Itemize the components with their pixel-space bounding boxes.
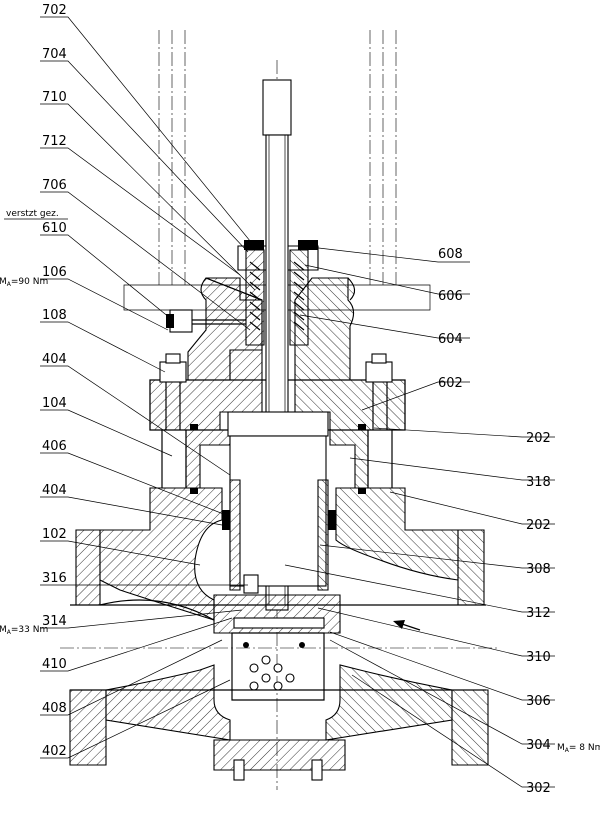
label-314: 314 xyxy=(42,614,67,629)
label-304: 304 xyxy=(526,738,551,753)
label-404-upper: 404 xyxy=(42,352,67,367)
right-labels: 608 606 604 602 202 318 202 308 312 310 … xyxy=(438,247,551,796)
label-302: 302 xyxy=(526,781,551,796)
label-318: 318 xyxy=(526,475,551,490)
note-torque-304: MA= 8 Nm xyxy=(557,743,600,754)
label-704: 704 xyxy=(42,47,67,62)
label-404-lower: 404 xyxy=(42,483,67,498)
label-710: 710 xyxy=(42,90,67,105)
label-308: 308 xyxy=(526,562,551,577)
label-610: 610 xyxy=(42,221,67,236)
label-602: 602 xyxy=(438,376,463,391)
packing-nut xyxy=(237,240,319,346)
note-reinforced: verstzt gez. xyxy=(6,209,59,219)
label-202-lower: 202 xyxy=(526,518,551,533)
label-306: 306 xyxy=(526,694,551,709)
label-604: 604 xyxy=(438,332,463,347)
label-106: 106 xyxy=(42,265,67,280)
label-410: 410 xyxy=(42,657,67,672)
label-406: 406 xyxy=(42,439,67,454)
label-402: 402 xyxy=(42,744,67,759)
label-202-upper: 202 xyxy=(526,431,551,446)
left-labels: 702 704 710 712 706 610 106 108 404 104 … xyxy=(42,3,67,759)
label-608: 608 xyxy=(438,247,463,262)
notes: verstzt gez. MA=90 Nm MA=33 Nm MA= 8 Nm xyxy=(0,209,600,754)
note-torque-106: MA=90 Nm xyxy=(0,277,48,288)
label-706: 706 xyxy=(42,178,67,193)
label-316: 316 xyxy=(42,571,67,586)
plug-holes xyxy=(243,642,305,691)
label-108: 108 xyxy=(42,308,67,323)
label-606: 606 xyxy=(438,289,463,304)
label-408: 408 xyxy=(42,701,67,716)
label-104: 104 xyxy=(42,396,67,411)
label-712: 712 xyxy=(42,134,67,149)
label-310: 310 xyxy=(526,650,551,665)
leader-lines xyxy=(40,16,555,788)
label-102: 102 xyxy=(42,527,67,542)
label-702: 702 xyxy=(42,3,67,18)
packing-rings xyxy=(249,261,305,331)
label-312: 312 xyxy=(526,606,551,621)
bonnet-nuts xyxy=(159,353,393,430)
note-torque-314: MA=33 Nm xyxy=(0,625,48,636)
flow-arrow xyxy=(393,620,421,631)
